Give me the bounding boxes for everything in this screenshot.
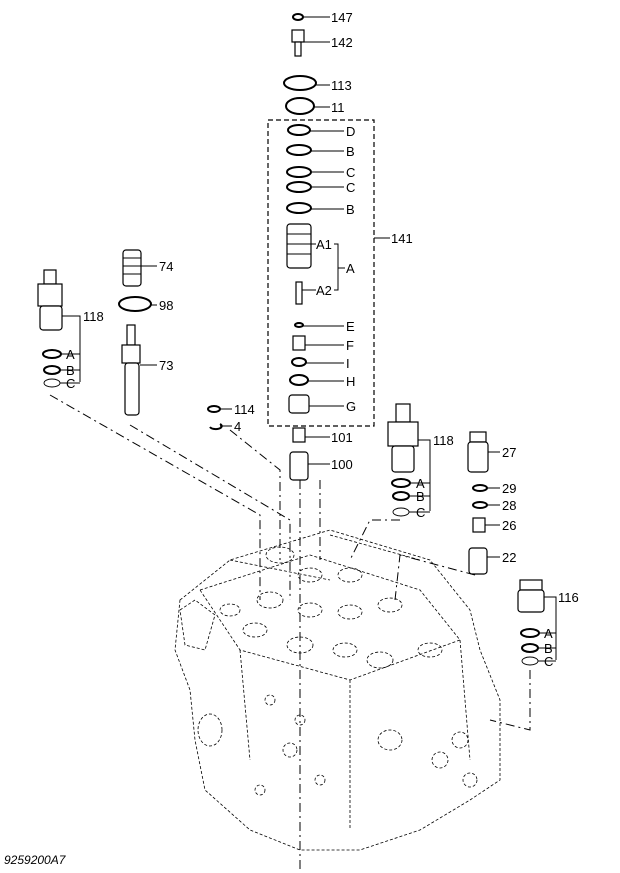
figure-code: 9259200A7 [4,853,67,867]
callout-F: F [346,338,354,353]
callout-100: 100 [331,457,353,472]
callout-22: 22 [502,550,516,565]
callout-28: 28 [502,498,516,513]
callout-E: E [346,319,355,334]
callout-116-B: B [544,641,553,656]
callout-C-1: C [346,165,355,180]
callout-B-lower: B [346,202,355,217]
callout-118-center-B: B [416,489,425,504]
callout-114: 114 [234,402,255,417]
callout-G: G [346,399,356,414]
callout-147: 147 [331,10,353,25]
callout-118-center-C: C [416,505,425,520]
callout-D: D [346,124,355,139]
callout-B-upper: B [346,144,355,159]
callout-74: 74 [159,259,173,274]
callout-116-C: C [544,654,553,669]
callout-118-center-A: A [416,476,425,491]
projection-lines [49,394,531,870]
left-relief-valve-118 [37,269,81,388]
callout-141: 141 [391,231,413,246]
center-relief-valve-118 [387,403,431,517]
callout-73: 73 [159,358,173,373]
callout-A: A [346,261,355,276]
callout-142: 142 [331,35,353,50]
group-141-box [267,119,375,427]
callout-26: 26 [502,518,516,533]
relief-valve-stack [267,13,375,481]
callout-101: 101 [331,430,353,445]
callout-I: I [346,356,350,371]
callout-118-left-C: C [66,376,75,391]
callout-118-left: 118 [83,309,104,324]
callout-4: 4 [234,419,241,434]
callout-29: 29 [502,481,516,496]
control-valve-body [174,529,501,851]
callout-118-left-A: A [66,347,75,362]
right-relief-valve-116 [517,579,557,666]
callout-98: 98 [159,298,173,313]
callout-113: 113 [331,78,352,93]
small-seals [207,405,232,431]
callout-H: H [346,374,355,389]
callout-116: 116 [558,590,579,605]
check-valve-parts [467,431,500,575]
callout-A1: A1 [316,237,332,252]
callout-labels: 147 142 113 11 D B C C B A1 A A2 141 E F… [66,10,579,669]
callout-11: 11 [331,100,345,115]
callout-116-A: A [544,626,553,641]
callout-118-left-B: B [66,363,75,378]
callout-118-center: 118 [433,433,454,448]
leader-lines [302,16,390,465]
spool-parts [118,249,157,416]
callout-A2: A2 [316,283,332,298]
callout-C-2: C [346,180,355,195]
callout-27: 27 [502,445,516,460]
